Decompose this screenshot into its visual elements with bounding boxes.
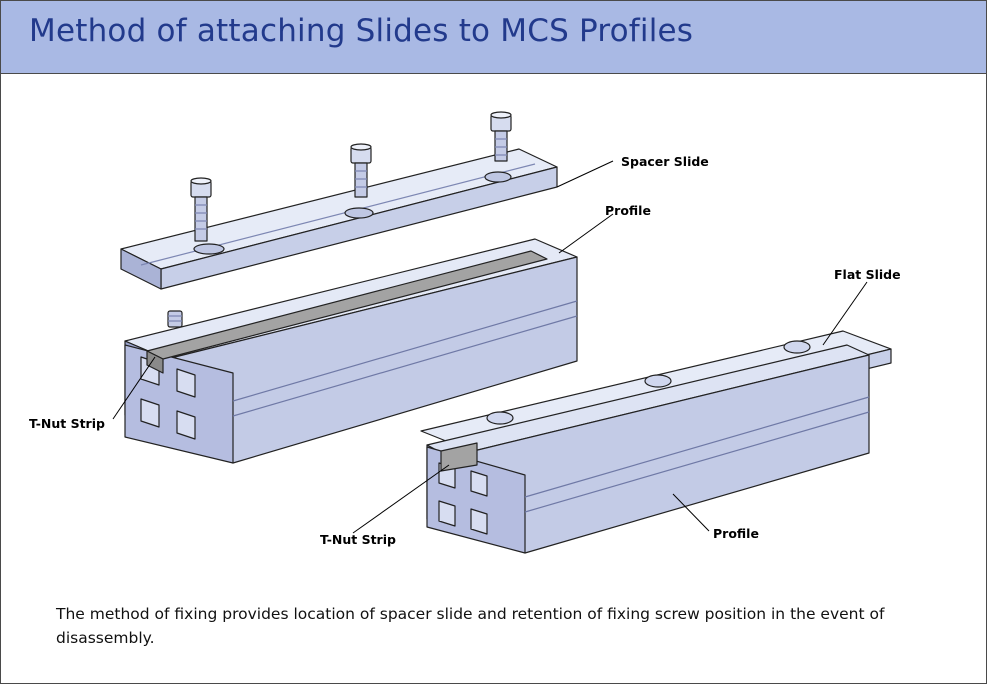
screw-middle: [350, 143, 372, 198]
caption: The method of fixing provides location o…: [56, 605, 885, 647]
label-spacer-slide: Spacer Slide: [621, 154, 709, 169]
label-flat-slide: Flat Slide: [834, 267, 901, 282]
label-t-nut-strip-right: T-Nut Strip: [320, 532, 396, 547]
assembly-diagram: Spacer Slide Profile Flat Slide T-Nut St…: [29, 111, 901, 554]
profile-left: [124, 238, 578, 464]
leader-lines: [112, 160, 868, 534]
page-title: Method of attaching Slides to MCS Profil…: [29, 13, 694, 49]
title-bar: Method of attaching Slides to MCS Profil…: [1, 1, 986, 74]
spacer-slide: [120, 148, 558, 290]
label-profile-top: Profile: [605, 203, 651, 218]
set-screw: [167, 310, 183, 328]
screw-right: [490, 111, 512, 162]
label-t-nut-strip-left: T-Nut Strip: [29, 416, 105, 431]
label-profile-bottom: Profile: [713, 526, 759, 541]
profile-right: [420, 330, 892, 554]
screw-left: [190, 177, 212, 242]
